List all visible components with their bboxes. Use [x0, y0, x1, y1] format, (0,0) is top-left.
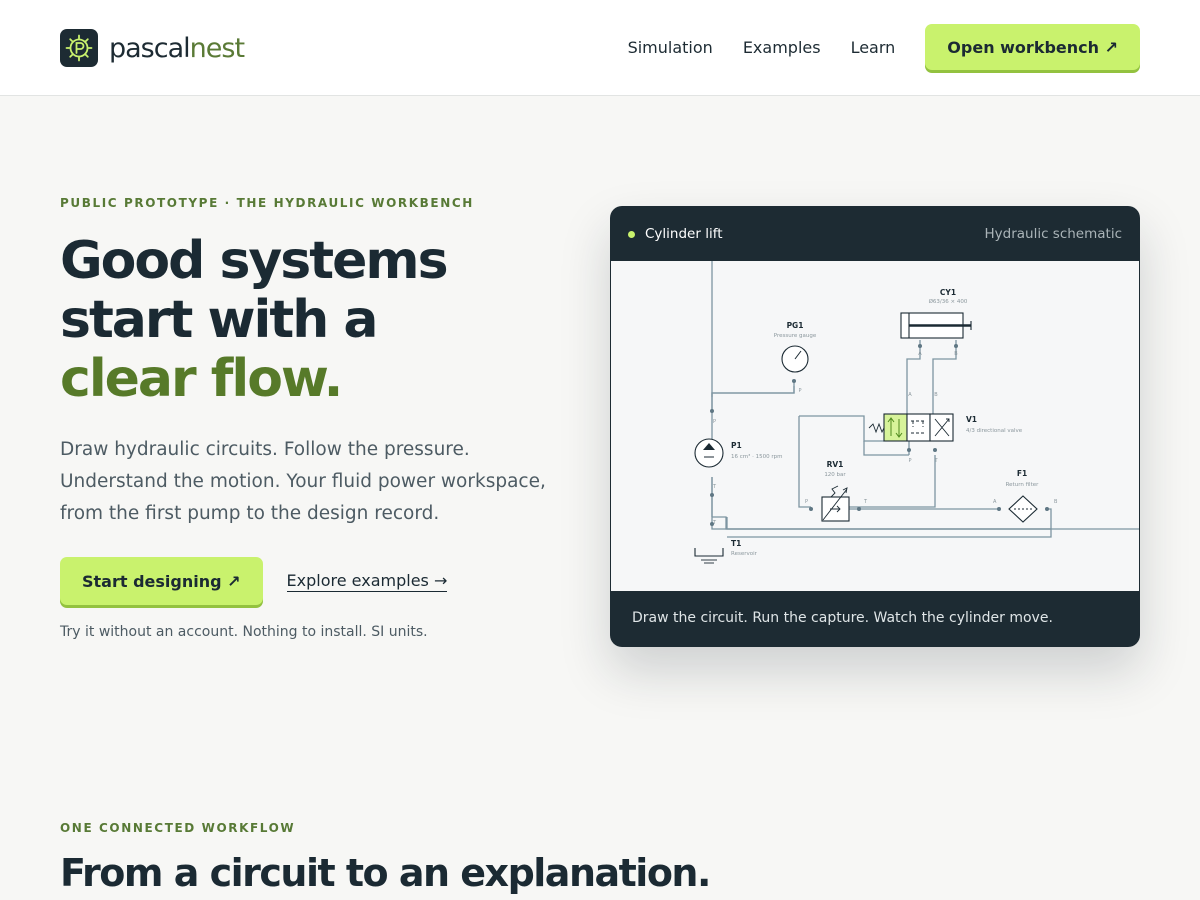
- svg-text:P: P: [908, 458, 911, 464]
- explore-examples-link[interactable]: Explore examples →: [286, 570, 448, 592]
- svg-text:T: T: [712, 484, 717, 490]
- svg-text:V1: V1: [966, 415, 977, 424]
- svg-text:120 bar: 120 bar: [824, 472, 846, 478]
- hero-title: Good systems start with a clear flow.: [60, 231, 449, 409]
- nav-link-simulation[interactable]: Simulation: [627, 37, 713, 57]
- brand-logo[interactable]: pascalnest: [60, 29, 245, 67]
- svg-text:P: P: [798, 388, 801, 394]
- brand-wordmark: pascalnest: [109, 32, 245, 64]
- hero-note: Try it without an account. Nothing to in…: [60, 624, 428, 640]
- hero-eyebrow: PUBLIC PROTOTYPE · THE HYDRAULIC WORKBEN…: [60, 196, 474, 210]
- svg-text:RV1: RV1: [827, 460, 844, 469]
- workflow-eyebrow: ONE CONNECTED WORKFLOW: [60, 821, 296, 835]
- svg-text:A: A: [908, 392, 912, 398]
- svg-text:PG1: PG1: [787, 321, 804, 330]
- return-filter-f1-symbol: F1 Return filter A B: [993, 469, 1058, 523]
- hero-title-line-1: Good systems: [60, 231, 449, 291]
- start-designing-button[interactable]: Start designing ↗: [60, 557, 263, 605]
- workflow-title: From a circuit to an explanation.: [60, 851, 711, 895]
- nav-link-examples[interactable]: Examples: [742, 37, 821, 57]
- schematic-canvas[interactable]: CY1 Ø63/36 × 400 A B PG1 Pressure gauge …: [611, 206, 1140, 591]
- reservoir-t1-symbol: T1 Reservoir T: [694, 520, 758, 564]
- site-header: pascalnest Simulation Examples Learn Ope…: [0, 0, 1200, 96]
- schematic-card-header: Cylinder lift Hydraulic schematic: [610, 206, 1140, 261]
- svg-text:F1: F1: [1017, 469, 1027, 478]
- schematic-caption: Draw the circuit. Run the capture. Watch…: [632, 610, 1053, 626]
- nav-link-learn[interactable]: Learn: [850, 37, 896, 57]
- svg-text:B: B: [1054, 499, 1058, 505]
- relief-valve-rv1-symbol: RV1 120 bar P T: [805, 460, 868, 522]
- svg-text:Reservoir: Reservoir: [731, 551, 758, 557]
- svg-text:B: B: [954, 351, 958, 357]
- svg-text:T: T: [933, 458, 938, 464]
- schematic-card: Cylinder lift Hydraulic schematic: [610, 206, 1140, 647]
- logo-gear-icon: [60, 29, 98, 67]
- svg-text:P: P: [713, 419, 716, 425]
- schematic-title: Cylinder lift: [645, 226, 723, 242]
- cy1-spec: Ø63/36 × 400: [929, 298, 968, 305]
- svg-text:Pressure gauge: Pressure gauge: [774, 333, 817, 339]
- svg-text:16 cm³ · 1500 rpm: 16 cm³ · 1500 rpm: [731, 453, 782, 460]
- cylinder-cy1-symbol: CY1 Ø63/36 × 400 A B: [900, 288, 972, 357]
- svg-text:B: B: [934, 392, 938, 398]
- svg-text:T: T: [712, 520, 717, 526]
- svg-text:T: T: [863, 499, 868, 505]
- main-nav: Simulation Examples Learn Open workbench…: [628, 24, 1140, 70]
- svg-text:T1: T1: [731, 539, 741, 548]
- cy1-tag: CY1: [940, 288, 956, 297]
- hero-actions: Start designing ↗ Explore examples →: [60, 557, 448, 605]
- pump-p1-symbol: P1 16 cm³ · 1500 rpm P T: [694, 419, 782, 490]
- svg-text:A: A: [993, 499, 997, 505]
- hero-title-line-2: start with a: [60, 290, 378, 350]
- svg-text:P1: P1: [731, 441, 742, 450]
- pressure-gauge-pg1-symbol: PG1 Pressure gauge P: [774, 321, 817, 394]
- status-dot: [628, 231, 635, 238]
- svg-text:Return filter: Return filter: [1006, 482, 1040, 488]
- svg-text:P: P: [805, 499, 808, 505]
- hero-description: Draw hydraulic circuits. Follow the pres…: [60, 439, 546, 524]
- open-workbench-button[interactable]: Open workbench ↗: [925, 24, 1140, 70]
- schematic-kind: Hydraulic schematic: [984, 226, 1122, 242]
- hero-title-accent: clear flow.: [60, 349, 343, 409]
- svg-text:A: A: [918, 351, 922, 357]
- hydraulic-schematic: CY1 Ø63/36 × 400 A B PG1 Pressure gauge …: [694, 206, 1140, 564]
- directional-valve-v1-symbol: V1 4/3 directional valve A B P T: [868, 392, 1023, 464]
- svg-text:4/3 directional valve: 4/3 directional valve: [966, 428, 1023, 434]
